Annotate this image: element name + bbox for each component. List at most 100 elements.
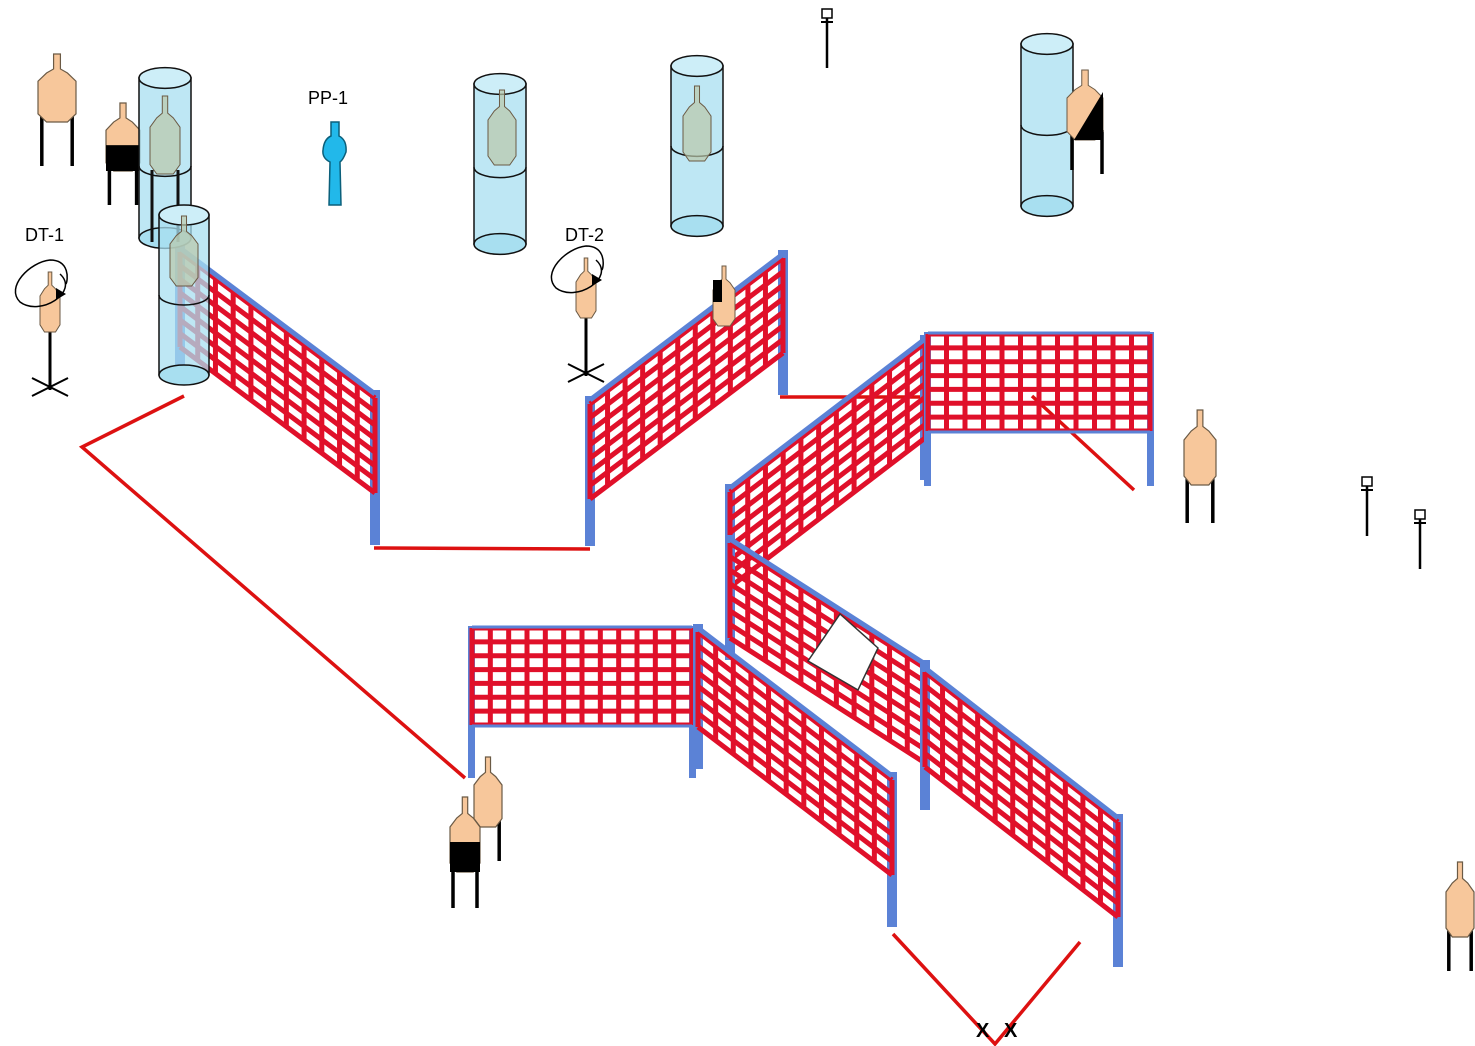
wall-bar — [696, 697, 894, 850]
wall-bar — [178, 317, 377, 468]
target-bottom-front-hardcover — [449, 796, 481, 908]
wall-center — [585, 250, 788, 546]
wall-bar — [923, 737, 1120, 892]
target-top-left-hardcover — [105, 102, 141, 205]
wall-bar — [728, 408, 927, 562]
wall-bar — [923, 765, 1120, 919]
wall-bar — [728, 422, 927, 576]
wall-bar — [728, 395, 927, 549]
wall-bar — [696, 711, 894, 864]
barrel-center — [670, 54, 724, 238]
wall-bar — [923, 724, 1120, 879]
wall-bar — [588, 323, 785, 474]
hardcover-target-icon — [1074, 92, 1103, 140]
fault-line-bottom — [891, 932, 1082, 1046]
label-pp1: PP-1 — [308, 88, 348, 108]
hardcover-target-icon — [450, 842, 480, 872]
wall-bar — [923, 751, 1120, 906]
wall-rail — [923, 666, 1120, 820]
wall-bar — [696, 630, 894, 782]
walls — [175, 244, 1154, 967]
target-far-right-bottom — [1445, 861, 1475, 971]
wall-bottom-diagonal — [693, 624, 897, 927]
wall-bar — [588, 256, 785, 406]
target-top-left — [37, 53, 77, 166]
stage-objects — [14, 8, 1475, 971]
wall-bar — [696, 670, 894, 823]
wall-bar — [728, 341, 927, 494]
wall-bar — [696, 643, 894, 796]
activator-icon — [1414, 509, 1426, 520]
cardboard-target-icon — [473, 756, 503, 828]
barrel-left-lower — [158, 204, 210, 386]
wall-bar — [728, 540, 927, 671]
wall-bar — [178, 290, 377, 441]
disappearing-target-icon — [575, 257, 597, 319]
hardcover-target-icon — [106, 145, 140, 171]
wall-bar — [923, 710, 1120, 865]
cardboard-target-icon — [1445, 861, 1475, 938]
wall-bar — [728, 635, 927, 766]
label-dt1: DT-1 — [25, 225, 64, 245]
wall-bar — [588, 283, 785, 434]
wall-bar — [588, 310, 785, 461]
wall-bar — [178, 277, 377, 428]
wall-bar — [588, 296, 785, 447]
wall-bar — [178, 304, 377, 455]
wall-bar — [178, 263, 377, 414]
wall-bar — [588, 351, 785, 501]
start-position-b: X — [1004, 1020, 1018, 1042]
popper-pp1 — [322, 121, 347, 206]
wall-bar — [728, 608, 927, 738]
wall-right-lower — [920, 664, 1123, 967]
wall-bar — [728, 354, 927, 508]
activator-top — [821, 8, 833, 68]
popper-icon — [322, 121, 347, 206]
barrel-right — [1020, 32, 1074, 218]
wall-bar — [728, 554, 927, 684]
wall-bar — [178, 344, 377, 496]
wall-bar — [728, 622, 927, 752]
wall-bar — [588, 269, 785, 420]
disappearing-target-dt2 — [550, 245, 605, 383]
wall-rail — [588, 252, 785, 402]
fault-line-middle — [373, 546, 591, 551]
wall-bar — [728, 381, 927, 535]
disappearing-target-icon — [39, 271, 61, 333]
cardboard-target-icon — [37, 53, 77, 123]
wall-top-right — [924, 331, 1154, 486]
wall-rail — [728, 536, 927, 667]
disappearing-target-dt1 — [14, 259, 69, 397]
wall-bar — [588, 337, 785, 488]
wall-rail — [728, 337, 927, 490]
wall-bar — [923, 697, 1120, 852]
fault-line-right — [1030, 394, 1136, 492]
activator-icon — [1361, 476, 1373, 487]
target-right-middle — [1183, 409, 1217, 523]
wall-bar — [923, 683, 1120, 838]
start-position-a: X — [976, 1020, 990, 1042]
wall-bar — [696, 725, 894, 877]
barrel-icon — [1020, 43, 1074, 207]
wall-right-upper — [725, 335, 930, 619]
barrel-center-left — [473, 72, 527, 256]
wall-bar — [178, 249, 377, 401]
fault-line-left — [78, 394, 467, 780]
wall-bar — [923, 670, 1120, 824]
activator-right-a — [1361, 476, 1373, 536]
wall-bar — [178, 331, 377, 482]
wall-window — [806, 612, 879, 692]
activator-icon — [821, 8, 833, 19]
wall-bar — [696, 657, 894, 810]
wall-bar — [696, 684, 894, 837]
wall-rail — [178, 245, 377, 397]
activator-right-b — [1414, 509, 1426, 569]
wall-bar — [728, 368, 927, 522]
target-behind-center-wall — [712, 265, 736, 327]
wall-rail — [696, 626, 894, 778]
wall-bottom-center — [468, 625, 696, 778]
target-barrel-right — [1066, 69, 1104, 174]
label-dt2: DT-2 — [565, 225, 604, 245]
cardboard-target-icon — [1183, 409, 1217, 486]
